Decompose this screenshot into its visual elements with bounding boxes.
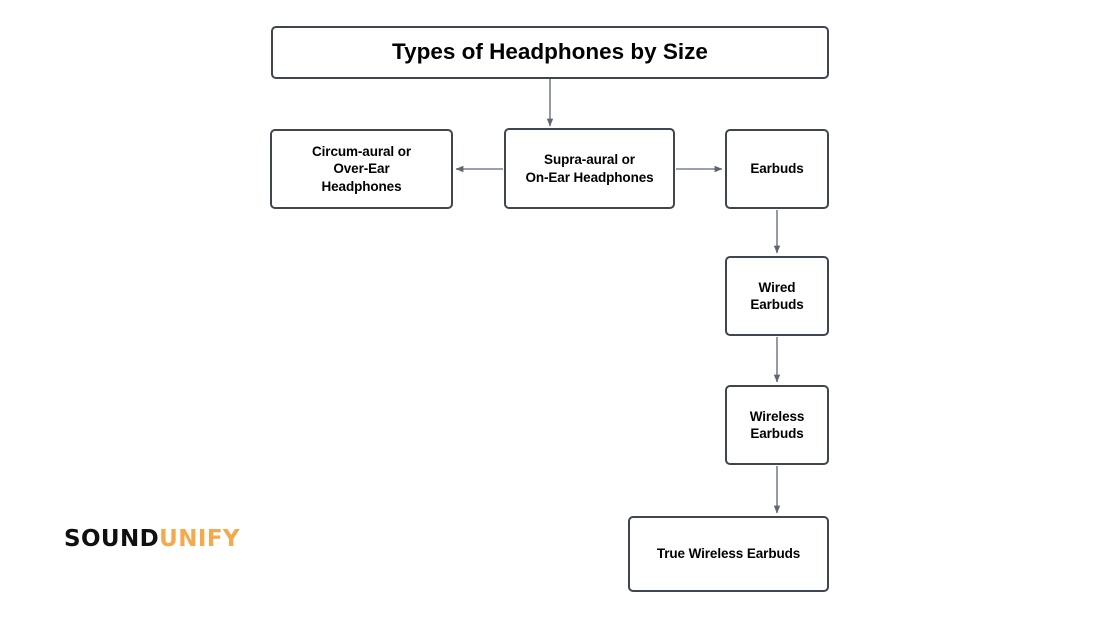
brand-logo: SOUNDUNIFY bbox=[64, 528, 240, 551]
node-earbuds-label: Earbuds bbox=[750, 161, 804, 177]
node-title-label: Types of Headphones by Size bbox=[392, 39, 708, 65]
node-wireless-earbuds[interactable]: Wireless Earbuds bbox=[725, 385, 829, 465]
node-true-wireless-earbuds-label: True Wireless Earbuds bbox=[656, 546, 801, 562]
node-wired-earbuds[interactable]: Wired Earbuds bbox=[725, 256, 829, 336]
node-wired-earbuds-label: Wired Earbuds bbox=[750, 279, 804, 312]
node-wireless-earbuds-label: Wireless Earbuds bbox=[749, 408, 805, 441]
node-supra-aural-on-ear[interactable]: Supra-aural or On-Ear Headphones bbox=[504, 128, 675, 209]
node-title[interactable]: Types of Headphones by Size bbox=[271, 26, 829, 79]
brand-logo-accent: UNIFY bbox=[159, 526, 240, 552]
brand-logo-primary: SOUND bbox=[64, 526, 160, 552]
node-circum-aural-over-ear[interactable]: Circum-aural or Over-Ear Headphones bbox=[270, 129, 453, 209]
node-circum-aural-over-ear-label: Circum-aural or Over-Ear Headphones bbox=[311, 144, 412, 194]
node-supra-aural-on-ear-label: Supra-aural or On-Ear Headphones bbox=[525, 152, 654, 185]
node-earbuds[interactable]: Earbuds bbox=[725, 129, 829, 209]
node-true-wireless-earbuds[interactable]: True Wireless Earbuds bbox=[628, 516, 829, 592]
